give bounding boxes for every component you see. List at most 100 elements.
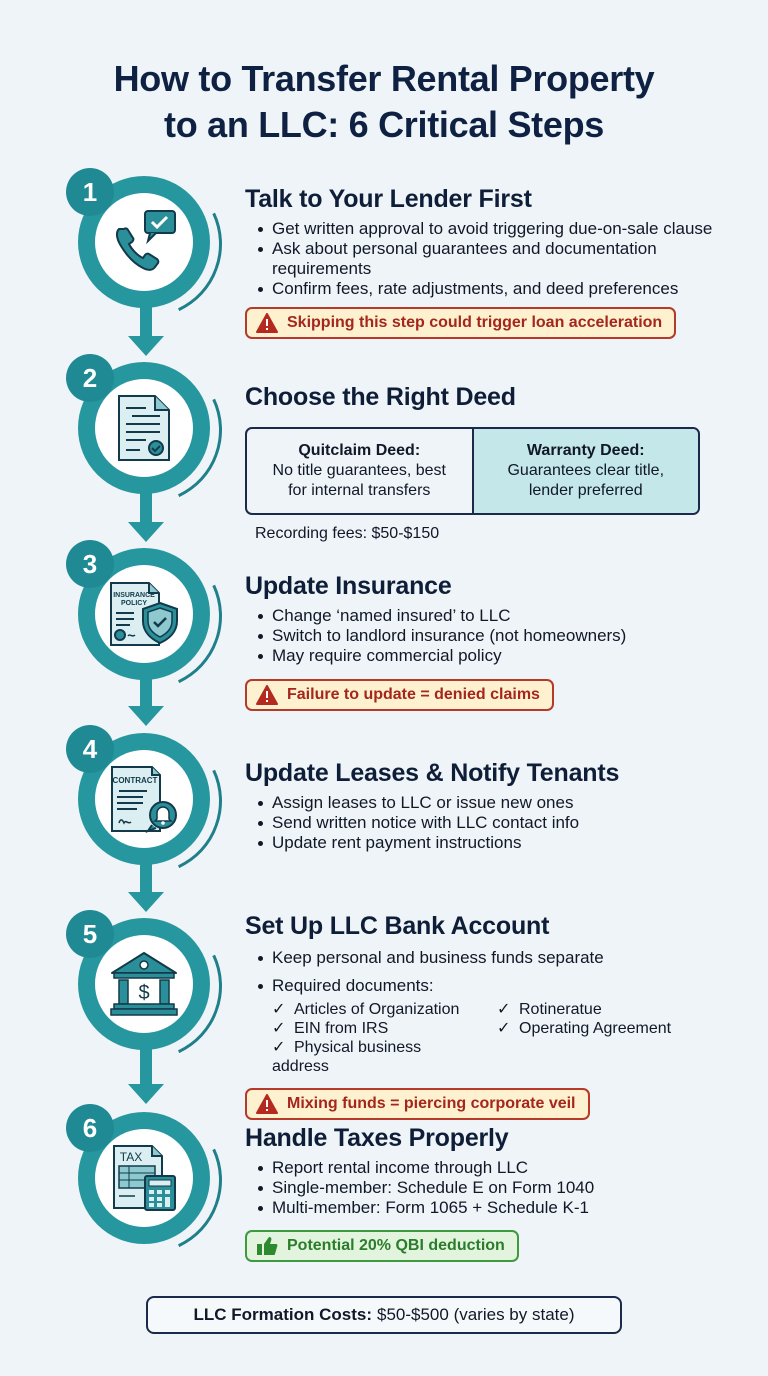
bullet-list: Assign leases to LLC or issue new ones S… [245,793,725,853]
deed-name: Warranty Deed: [526,442,645,459]
step-2-node: 2 [53,335,243,525]
step-number-badge: 5 [66,910,114,958]
step-ring: CONTRACT [78,733,210,865]
checkmark-icon: ✓ [272,1039,286,1056]
bullet-list: Report rental income through LLC Single-… [245,1158,725,1218]
deed-desc-line: Guarantees clear title, [507,462,665,479]
step-heading: Update Leases & Notify Tenants [245,759,620,787]
step-heading: Choose the Right Deed [245,383,516,411]
contract-bell-icon: CONTRACT [111,766,177,833]
svg-text:$: $ [138,982,149,1004]
bullet-item: Send written notice with LLC contact inf… [245,813,725,833]
document-item: ✓Operating Agreement [497,1020,672,1037]
icon-container: INSURANCE POLICY [95,565,193,663]
icon-container: $ [95,935,193,1033]
connector-1-2 [140,302,152,338]
deed-desc-line: for internal transfers [288,482,431,499]
phone-check-icon [115,210,176,271]
step-heading: Handle Taxes Properly [245,1124,509,1152]
arrow-down-icon [128,336,164,356]
step-ring [78,362,210,494]
icon-container: TAX [95,1129,193,1227]
step-number-badge: 6 [66,1104,114,1152]
deed-comparison-table: Quitclaim Deed: No title guarantees, bes… [245,427,700,515]
step-4-node: CONTRACT 4 [53,706,243,896]
success-callout: Potential 20% QBI deduction [245,1230,519,1262]
bullet-item: Assign leases to LLC or issue new ones [245,793,725,813]
bullet-list: Get written approval to avoid triggering… [245,219,725,299]
step-1-node: 1 [53,149,243,339]
step-3-node: INSURANCE POLICY 3 [53,521,243,711]
step-number-badge: 1 [66,168,114,216]
step-1: Talk to Your Lender First Get written ap… [245,183,725,339]
arrow-down-icon [128,892,164,912]
step-ring: TAX [78,1112,210,1244]
deed-name: Quitclaim Deed: [298,442,421,459]
step-heading: Update Insurance [245,572,452,600]
bullet-item: May require commercial policy [245,646,725,666]
icon-container [95,193,193,291]
document-item: ✓Rotineratue [497,1001,602,1018]
step-ring: $ [78,918,210,1050]
checkmark-icon: ✓ [497,1020,511,1037]
warning-text: Mixing funds = piercing corporate veil [287,1095,576,1112]
arrow-down-icon [128,522,164,542]
checkmark-icon: ✓ [497,1001,511,1018]
warranty-deed-cell: Warranty Deed: Guarantees clear title, l… [471,429,698,513]
bullet-item: Get written approval to avoid triggering… [245,219,725,239]
connector-3-4 [140,676,152,710]
bullet-item: Confirm fees, rate adjustments, and deed… [245,279,725,299]
warning-callout: Mixing funds = piercing corporate veil [245,1088,590,1120]
bullet-item: Report rental income through LLC [245,1158,725,1178]
step-ring: INSURANCE POLICY [78,548,210,680]
step-6-node: TAX 6 [53,1085,243,1275]
document-item: ✓Articles of Organization [272,1001,460,1018]
step-5: Set Up LLC Bank Account Keep personal an… [245,910,725,1120]
document-item: ✓Physical business address [272,1039,422,1075]
step-2: Choose the Right Deed Quitclaim Deed: No… [245,381,725,543]
warning-callout: Failure to update = denied claims [245,679,554,711]
connector-4-5 [140,860,152,894]
step-number-badge: 3 [66,540,114,588]
svg-text:TAX: TAX [120,1150,142,1164]
quitclaim-deed-cell: Quitclaim Deed: No title guarantees, bes… [247,429,472,513]
bullet-list: Change ‘named insured’ to LLC Switch to … [245,606,725,666]
icon-container [95,379,193,477]
warning-callout: Skipping this step could trigger loan ac… [245,307,677,339]
bank-dollar-icon: $ [110,952,178,1016]
bullet-item: Required documents: [245,976,725,996]
step-6: Handle Taxes Properly Report rental inco… [245,1122,725,1262]
insurance-policy-shield-icon: INSURANCE POLICY [110,582,178,646]
formation-costs-label: LLC Formation Costs: [193,1305,373,1324]
deed-desc-line: No title guarantees, best [272,462,446,479]
connector-2-3 [140,490,152,524]
bullet-item: Multi-member: Form 1065 + Schedule K-1 [245,1198,725,1218]
document-check-icon [118,395,170,461]
checkmark-icon: ✓ [272,1001,286,1018]
recording-fees-note: Recording fees: $50-$150 [255,525,440,542]
formation-costs-banner: LLC Formation Costs: $50-$500 (varies by… [146,1296,622,1334]
icon-container: CONTRACT [95,750,193,848]
connector-5-6 [140,1048,152,1086]
step-heading: Talk to Your Lender First [245,185,532,213]
page-title: How to Transfer Rental Property to an LL… [0,56,768,148]
svg-text:INSURANCE: INSURANCE [113,592,155,599]
formation-costs-value: $50-$500 (varies by state) [377,1305,575,1324]
required-documents-list: ✓Articles of Organization ✓Rotineratue ✓… [272,1000,725,1076]
document-item: ✓EIN from IRS [272,1020,389,1037]
svg-text:POLICY: POLICY [121,600,147,607]
deed-desc-line: lender preferred [528,482,643,499]
warning-text: Failure to update = denied claims [287,686,540,703]
title-line-1: How to Transfer Rental Property [113,58,655,99]
title-line-2: to an LLC: 6 Critical Steps [164,104,604,145]
checkmark-icon: ✓ [272,1020,286,1037]
bullet-item: Change ‘named insured’ to LLC [245,606,725,626]
step-4: Update Leases & Notify Tenants Assign le… [245,757,725,853]
thumbs-up-icon [257,1237,278,1255]
step-5-node: $ 5 [53,891,243,1081]
step-heading: Set Up LLC Bank Account [245,912,550,940]
bullet-item: Switch to landlord insurance (not homeow… [245,626,725,646]
step-3: Update Insurance Change ‘named insured’ … [245,570,725,711]
warning-text: Skipping this step could trigger loan ac… [287,314,663,331]
warning-triangle-icon [256,313,278,333]
